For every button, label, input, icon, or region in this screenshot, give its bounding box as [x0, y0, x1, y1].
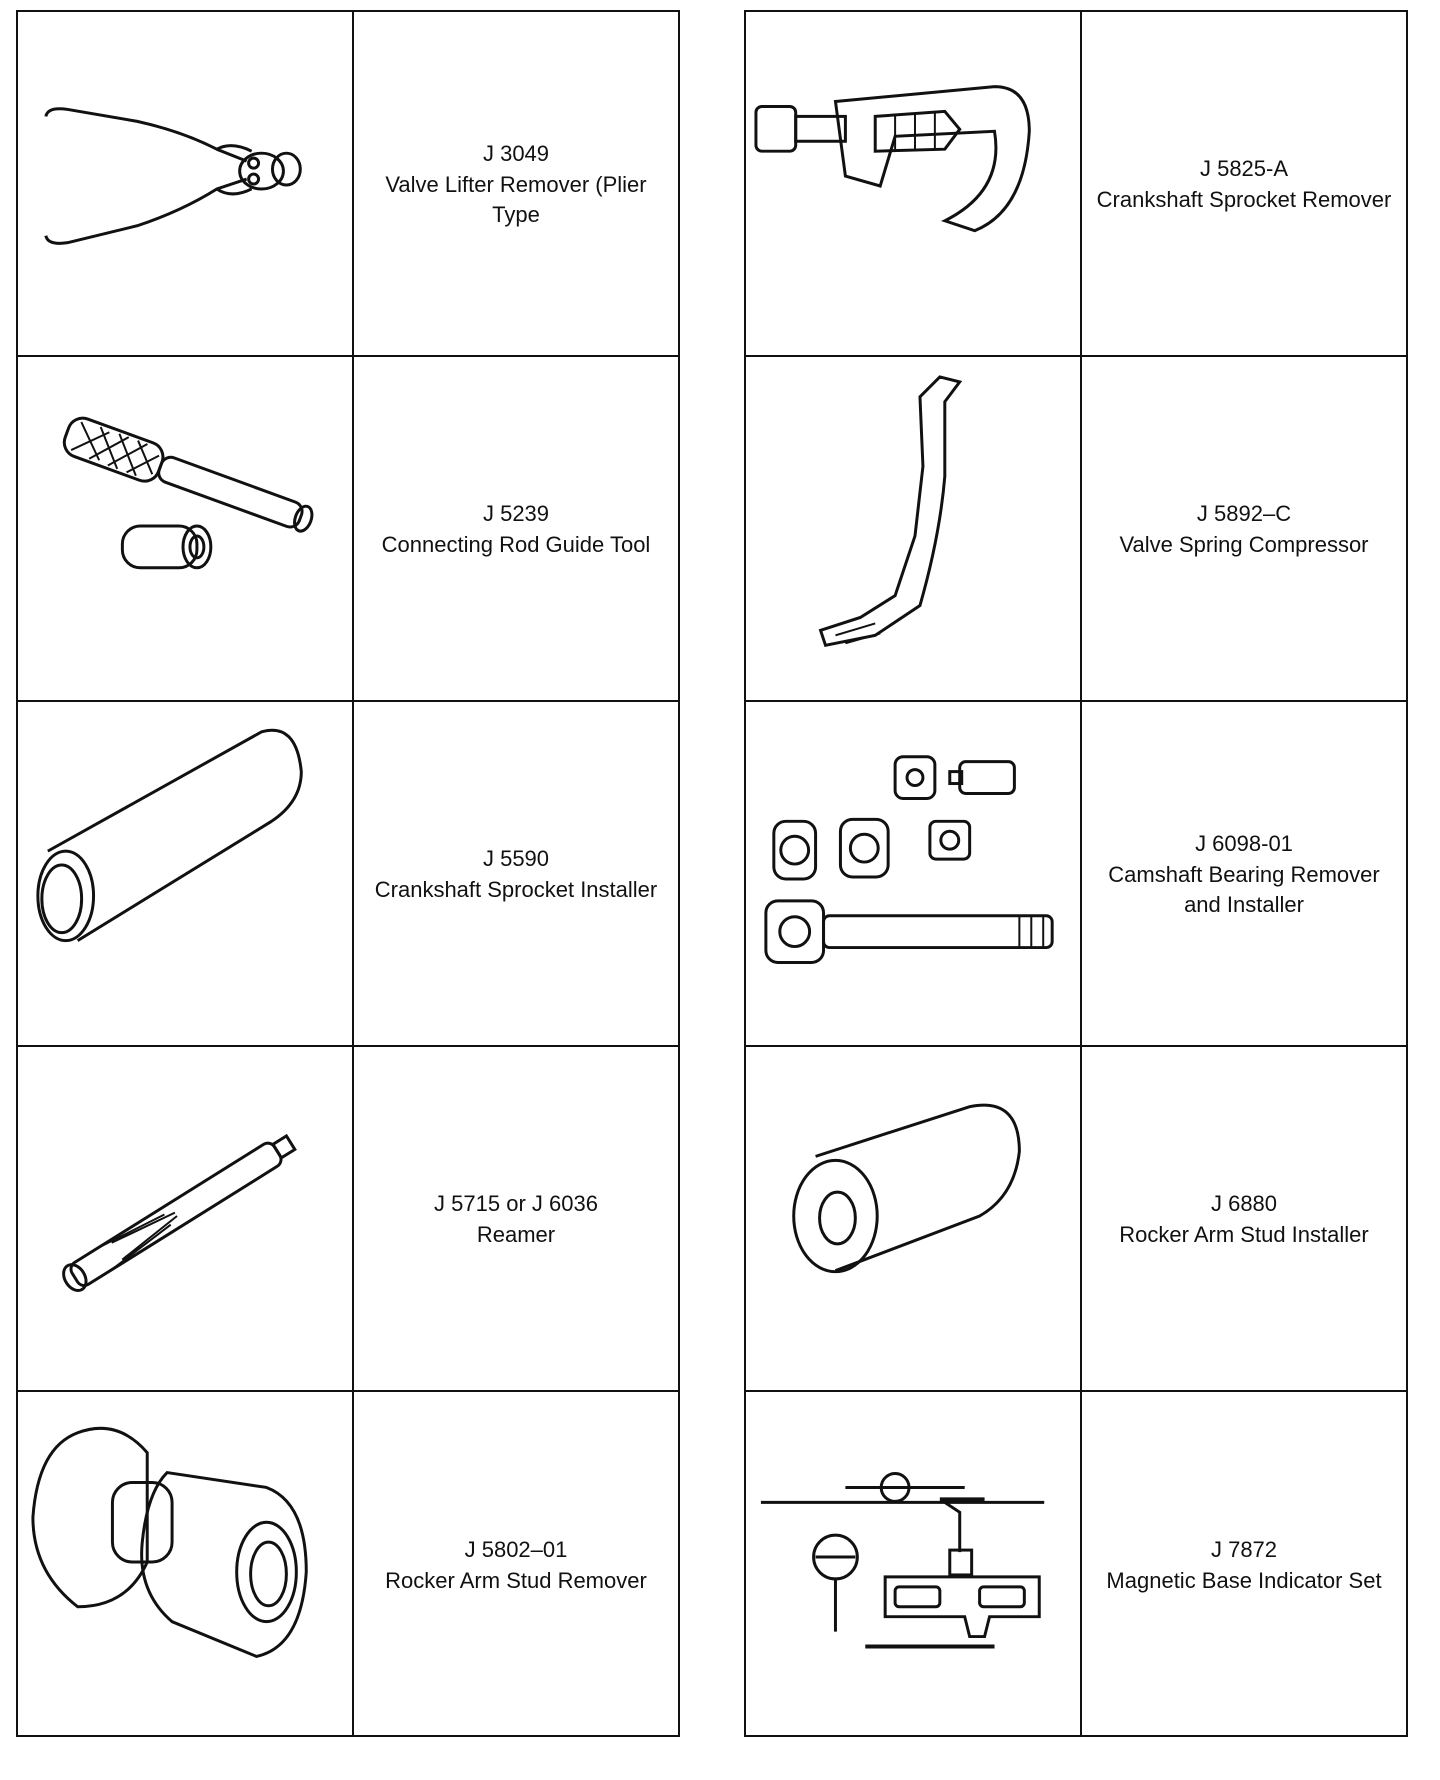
tool-name: Valve Spring Compressor: [1119, 531, 1369, 557]
tool-table-left: J 3049 Valve Lifter Remover (Plier Type …: [16, 10, 680, 1737]
tool-code: J 6880: [1210, 1190, 1278, 1216]
tool-image-cell: [746, 12, 1082, 357]
spring-compressor-icon: [818, 375, 963, 648]
tool-code: J 3049: [482, 140, 550, 166]
tool-text-cell: J 5590 Crankshaft Sprocket Installer: [354, 702, 678, 1047]
tool-name: Magnetic Base Indicator Set: [1106, 1567, 1382, 1593]
tool-text-cell: J 5802–01 Rocker Arm Stud Remover: [354, 1392, 678, 1737]
tool-image-cell: [18, 12, 354, 357]
tool-name: Crankshaft Sprocket Installer: [374, 876, 658, 902]
tool-text-cell: J 7872 Magnetic Base Indicator Set: [1082, 1392, 1406, 1737]
pliers-icon: [44, 107, 302, 245]
rod-guide-icon: [62, 416, 314, 570]
tool-image-cell: [746, 1047, 1082, 1392]
tool-image-cell: [746, 1392, 1082, 1737]
indicator-set-icon: [760, 1472, 1045, 1649]
tool-code: J 5825-A: [1199, 155, 1289, 181]
tool-name: Valve Lifter Remover (Plier Type: [385, 171, 647, 227]
stud-remover-icon: [31, 1426, 308, 1659]
reamer-icon: [62, 1133, 297, 1292]
tool-name: Rocker Arm Stud Installer: [1119, 1221, 1369, 1247]
tool-image-cell: [746, 702, 1082, 1047]
tool-name: Camshaft Bearing Remover and Installer: [1108, 861, 1380, 917]
tool-code: J 5802–01: [464, 1536, 568, 1562]
tool-text-cell: J 6880 Rocker Arm Stud Installer: [1082, 1047, 1406, 1392]
tool-text-cell: J 5715 or J 6036 Reamer: [354, 1047, 678, 1392]
tool-text-cell: J 5239 Connecting Rod Guide Tool: [354, 357, 678, 702]
tool-code: J 5239: [482, 500, 550, 526]
stud-installer-icon: [792, 1103, 1021, 1274]
tool-table-right: J 5825-A Crankshaft Sprocket Remover J 5…: [744, 10, 1408, 1737]
tool-image-cell: [18, 1047, 354, 1392]
tool-code: J 6098-01: [1195, 830, 1293, 856]
tool-text-cell: J 5892–C Valve Spring Compressor: [1082, 357, 1406, 702]
tool-name: Reamer: [476, 1221, 556, 1247]
tool-code: J 5590: [482, 845, 550, 871]
tool-name: Crankshaft Sprocket Remover: [1096, 186, 1392, 212]
tool-image-cell: [746, 357, 1082, 702]
bearing-tool-icon: [764, 755, 1054, 964]
tool-name: Rocker Arm Stud Remover: [385, 1567, 647, 1593]
tool-code: J 5892–C: [1196, 500, 1292, 526]
tool-code: J 5715 or J 6036: [434, 1190, 598, 1216]
sprocket-installer-icon: [36, 728, 303, 943]
tool-text-cell: J 6098-01 Camshaft Bearing Remover and I…: [1082, 702, 1406, 1047]
tool-image-cell: [18, 1392, 354, 1737]
sprocket-remover-icon: [754, 85, 1031, 233]
tool-text-cell: J 3049 Valve Lifter Remover (Plier Type: [354, 12, 678, 357]
tool-name: Connecting Rod Guide Tool: [381, 531, 651, 557]
tool-text-cell: J 5825-A Crankshaft Sprocket Remover: [1082, 12, 1406, 357]
tool-image-cell: [18, 357, 354, 702]
tool-image-cell: [18, 702, 354, 1047]
tool-code: J 7872: [1210, 1536, 1278, 1562]
